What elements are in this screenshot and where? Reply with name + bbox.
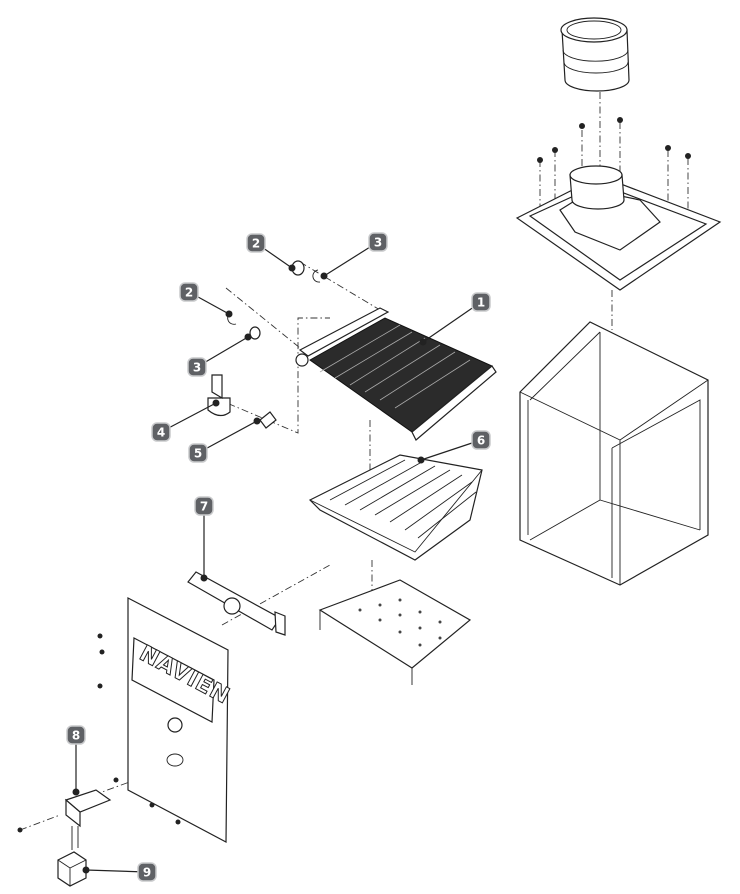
cabinet	[519, 321, 709, 586]
front-panel: NAVIEN	[17, 597, 234, 843]
heat-exchanger	[295, 307, 497, 441]
burner-tray	[318, 579, 472, 685]
hood-screws	[537, 117, 691, 163]
svg-text:6: 6	[477, 434, 485, 448]
callout-5: 5	[188, 443, 208, 463]
callout-1: 1	[471, 292, 491, 312]
callout-6: 6	[471, 430, 491, 450]
assembly-lines	[19, 92, 689, 831]
svg-text:9: 9	[143, 866, 151, 880]
svg-text:8: 8	[72, 729, 80, 743]
svg-text:4: 4	[157, 426, 165, 440]
callout-2-upper: 2	[246, 233, 266, 253]
callout-9: 9	[137, 862, 157, 882]
svg-text:7: 7	[200, 500, 208, 514]
svg-text:3: 3	[193, 361, 201, 375]
svg-text:5: 5	[194, 447, 202, 461]
callout-7: 7	[194, 496, 214, 516]
burner	[308, 454, 483, 561]
gas-manifold	[187, 571, 286, 636]
vent-collar	[560, 17, 630, 92]
svg-text:2: 2	[185, 286, 193, 300]
svg-text:3: 3	[374, 236, 382, 250]
small-parts	[207, 260, 321, 429]
callout-3-upper: 3	[368, 232, 388, 252]
callout-2-lower: 2	[179, 282, 199, 302]
callout-8: 8	[66, 725, 86, 745]
svg-text:1: 1	[477, 296, 485, 310]
callout-4: 4	[151, 422, 171, 442]
callout-3-lower: 3	[187, 357, 207, 377]
transformer	[57, 851, 87, 887]
gas-valve	[64, 789, 112, 850]
callouts: 1 2 3 2 3 4 5 6 7 8 9	[66, 232, 491, 882]
svg-text:2: 2	[252, 237, 260, 251]
flue-hood	[515, 165, 722, 291]
